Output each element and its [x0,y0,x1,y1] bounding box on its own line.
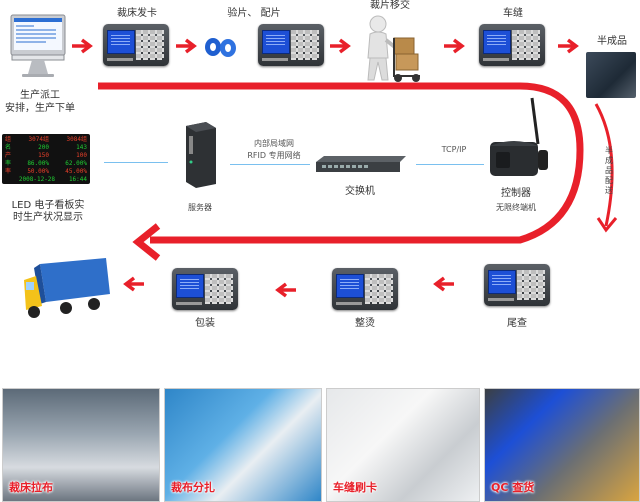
final-check-label: 尾查 [507,318,527,329]
led-text-row: 率 50.00% 45.00% [5,168,87,176]
led-board: 组 3074组 3084组名 200 143 产 150 100 率 86.00% 62.00% 率 5… [2,134,90,184]
terminal-device [172,268,238,310]
lan-label: 内部局域网 [254,139,294,148]
piece-transfer-label: 裁片移交 [370,0,410,11]
arrow-right-icon [330,38,351,54]
photo-caption: 裁床拉布 [9,481,53,494]
controller-icon [486,96,550,180]
arrow-left-icon [123,276,144,292]
semi-delivery-label: 半成品配送 [605,146,613,195]
led-cell: 62.00% [65,160,87,167]
led-cell: 150 [38,152,49,159]
led-cell: 率 [5,168,12,175]
wireless-terminal-label: 无限终端机 [496,203,536,212]
terminal-device [103,24,169,66]
network-line [104,162,168,163]
check-bundle-label: 验片、 配片 [227,8,281,19]
network-switch-icon [314,156,408,174]
sewing-label: 车缝 [503,8,523,19]
tcpip-label: TCP/IP [441,145,467,154]
led-label-1: LED 电子看板实 [11,200,85,211]
semi-finished-label: 半成品 [597,36,627,47]
photo-cutting-bundling: 裁布分扎 [164,388,322,502]
controller-label: 控制器 [501,188,531,199]
led-label-2: 时生产状况显示 [13,212,83,223]
terminal-device [258,24,324,66]
server-icon [182,122,218,188]
thread-spools-icon [204,34,238,60]
photo-caption: 车缝刷卡 [333,481,377,494]
ironing-label: 整烫 [355,318,375,329]
cutting-card-label: 裁床发卡 [117,8,157,19]
terminal-device [479,24,545,66]
network-line [416,164,484,165]
dispatch-label-2: 安排，生产下单 [5,103,75,114]
led-text-row: 率 86.00% 62.00% [5,160,87,168]
photo-caption: 裁布分扎 [171,481,215,494]
led-cell: 2008-12-28 [18,176,56,183]
arrow-left-icon [275,282,296,298]
led-cell: 率 [5,160,12,167]
person-with-cart-icon [362,14,426,86]
switch-label: 交换机 [345,186,375,197]
photo-caption: QC 查货 [491,481,535,494]
led-cell: 组 [5,136,12,143]
rfid-net-label: RFID 专用网络 [247,151,301,160]
semi-finished-photo [586,52,636,98]
led-cell: 名 [5,144,12,151]
led-text-row: 2008-12-28 16:44 [5,176,87,184]
led-cell: 100 [76,152,87,159]
led-cell: 3074组 [28,136,49,143]
led-cell: 50.00% [27,168,49,175]
terminal-device [484,264,550,306]
server-label: 服务器 [188,203,212,212]
network-line [230,164,310,165]
led-cell: 143 [76,144,87,151]
terminal-device [332,268,398,310]
led-text-row: 组 3074组 3084组 [5,136,87,144]
dispatch-label-1: 生产派工 [20,90,60,101]
led-text-row: 产 150 100 [5,152,87,160]
arrow-right-icon [444,38,465,54]
led-cell: 16:44 [68,176,87,183]
led-cell: 200 [38,144,49,151]
photo-qc-check: QC 查货 [484,388,640,502]
arrow-right-icon [558,38,579,54]
arrow-right-icon [72,38,93,54]
led-cell: 45.00% [65,168,87,175]
packing-label: 包装 [195,318,215,329]
led-cell: 3084组 [66,136,87,143]
photo-sewing-card: 车缝刷卡 [326,388,480,502]
led-cell: 86.00% [27,160,49,167]
led-cell: 产 [5,152,12,159]
arrow-right-icon [176,38,197,54]
dispatch-monitor [10,14,66,84]
led-text-row: 名 200 143 [5,144,87,152]
arrow-left-icon [433,276,454,292]
delivery-truck-icon [20,256,112,324]
photo-cutting-spreading: 裁床拉布 [2,388,160,502]
